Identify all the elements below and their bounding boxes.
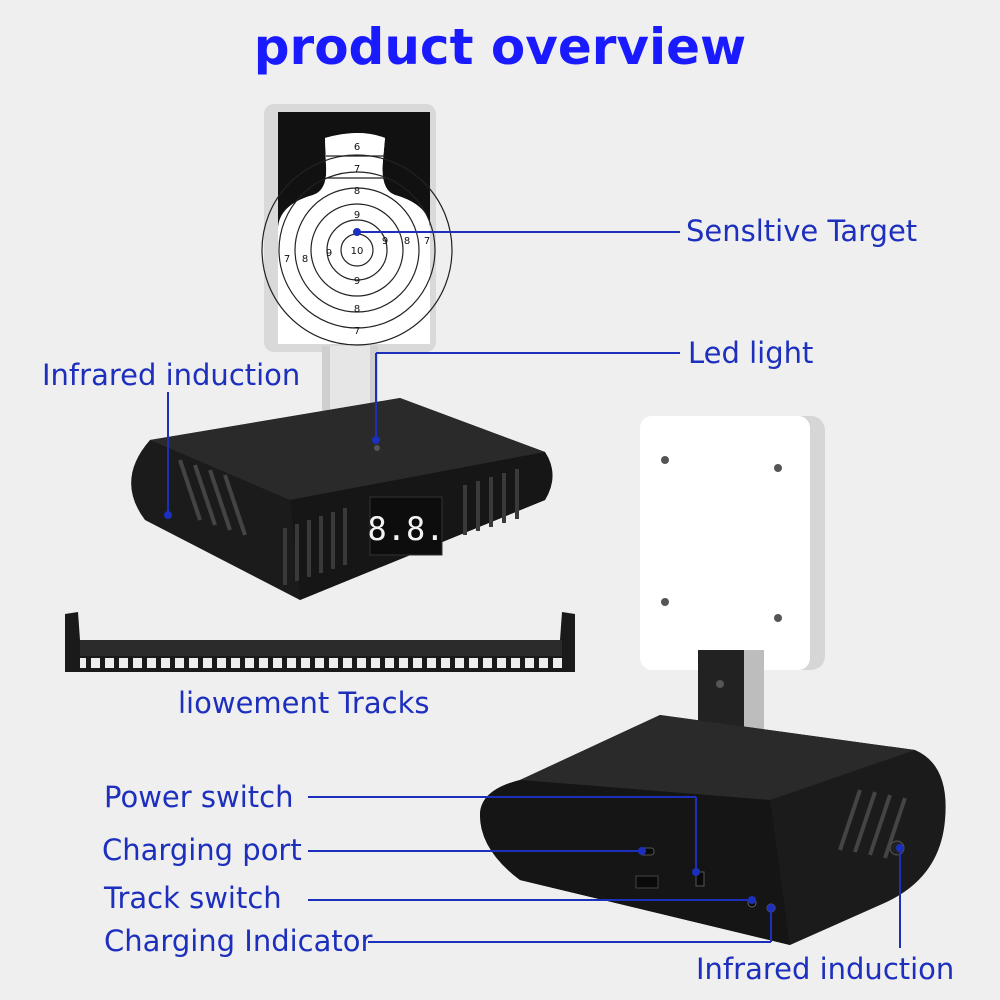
target-numbers: 6 7 8 9 10 9 8 7 7 8 9 9 8 7 [284, 142, 430, 337]
label-movement-tracks: liowement Tracks [178, 686, 430, 720]
ring-number: 8 [404, 236, 410, 247]
front-vents [283, 469, 519, 585]
ring-number: 8 [354, 186, 360, 197]
ring-number: 7 [284, 254, 290, 265]
label-infrared-induction-bottom: Infrared induction [696, 952, 955, 986]
label-charging-indicator: Charging Indicator [104, 924, 373, 958]
ring-number: 10 [351, 246, 364, 257]
front-device: 6 7 8 9 10 9 8 7 7 8 9 9 8 7 [131, 104, 553, 600]
ring-number: 8 [302, 254, 308, 265]
side-vents [178, 459, 247, 536]
label-charging-port: Charging port [102, 833, 302, 867]
ring-number: 9 [382, 236, 388, 247]
score-display [369, 496, 443, 556]
back-side-vents [838, 789, 907, 859]
track-teeth [86, 658, 553, 668]
score-readout: 8.8. [367, 510, 444, 548]
ring-number: 7 [354, 164, 360, 175]
back-board [640, 416, 810, 670]
label-sensitive-target: Sensltive Target [686, 214, 918, 248]
target-silhouette [278, 133, 430, 344]
ring-number: 9 [354, 276, 360, 287]
ring-number: 6 [354, 142, 360, 153]
led-light-dot [374, 445, 380, 451]
leader-lines [164, 228, 904, 948]
ring-number: 7 [424, 236, 430, 247]
target-silhouette-bg [278, 112, 430, 230]
label-power-switch: Power switch [104, 780, 294, 814]
movement-track [65, 612, 575, 672]
ring-number: 8 [354, 304, 360, 315]
port-slot [635, 875, 659, 889]
label-led-light: Led light [688, 336, 814, 370]
back-device [480, 416, 946, 945]
label-track-switch: Track switch [104, 881, 282, 915]
ring-number: 9 [354, 210, 360, 221]
page-title: product overview [253, 18, 747, 76]
ring-number: 9 [326, 248, 332, 259]
ring-number: 7 [354, 326, 360, 337]
label-infrared-induction-left: Infrared induction [42, 358, 301, 392]
target-rings [261, 154, 453, 346]
